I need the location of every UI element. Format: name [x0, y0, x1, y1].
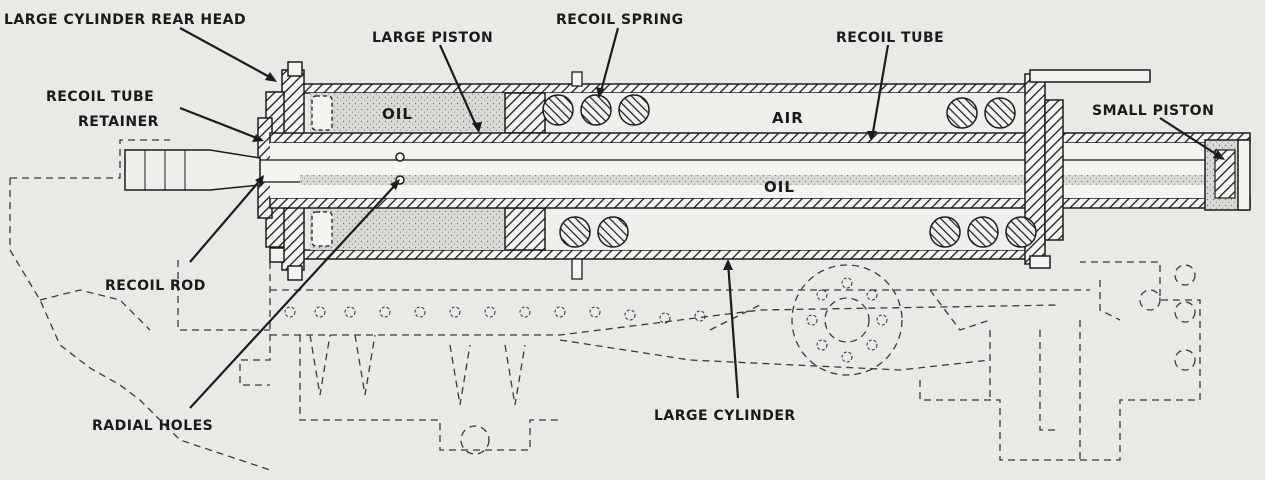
air-region-label: AIR — [772, 109, 804, 127]
label-large-cylinder-rear-head: LARGE CYLINDER REAR HEAD — [4, 12, 246, 28]
leader-recoil-tube — [870, 44, 890, 139]
label-recoil-rod: RECOIL ROD — [105, 278, 206, 294]
arrowheads — [252, 72, 1225, 270]
label-recoil-tube: RECOIL TUBE — [836, 30, 944, 46]
leader-rear-head — [179, 27, 276, 81]
label-large-cylinder: LARGE CYLINDER — [654, 408, 796, 424]
leader-lines — [179, 27, 1223, 409]
label-recoil-tube-retainer-line2: RETAINER — [78, 114, 159, 130]
label-recoil-spring: RECOIL SPRING — [556, 12, 684, 28]
carriage-bolt-holes — [284, 277, 888, 363]
leader-recoil-rod — [189, 177, 263, 263]
label-large-piston: LARGE PISTON — [372, 30, 493, 46]
leader-radial-holes — [189, 181, 399, 409]
recoil-spring — [542, 71, 1037, 280]
front-head — [1024, 69, 1151, 269]
carriage-outline — [9, 139, 1201, 471]
large-piston — [311, 92, 546, 251]
label-radial-holes: RADIAL HOLES — [92, 418, 213, 434]
oil-region-label-tube: OIL — [764, 178, 795, 196]
label-small-piston: SMALL PISTON — [1092, 103, 1214, 119]
leader-retainer — [179, 106, 263, 142]
leader-recoil-spring — [598, 27, 620, 96]
label-recoil-tube-retainer-line1: RECOIL TUBE — [46, 89, 154, 105]
recoil-tube — [124, 132, 1251, 209]
leader-large-cylinder — [726, 261, 740, 399]
leader-small-piston — [1159, 117, 1223, 159]
oil-region-label-upper: OIL — [382, 105, 413, 123]
leader-large-piston — [438, 44, 480, 131]
